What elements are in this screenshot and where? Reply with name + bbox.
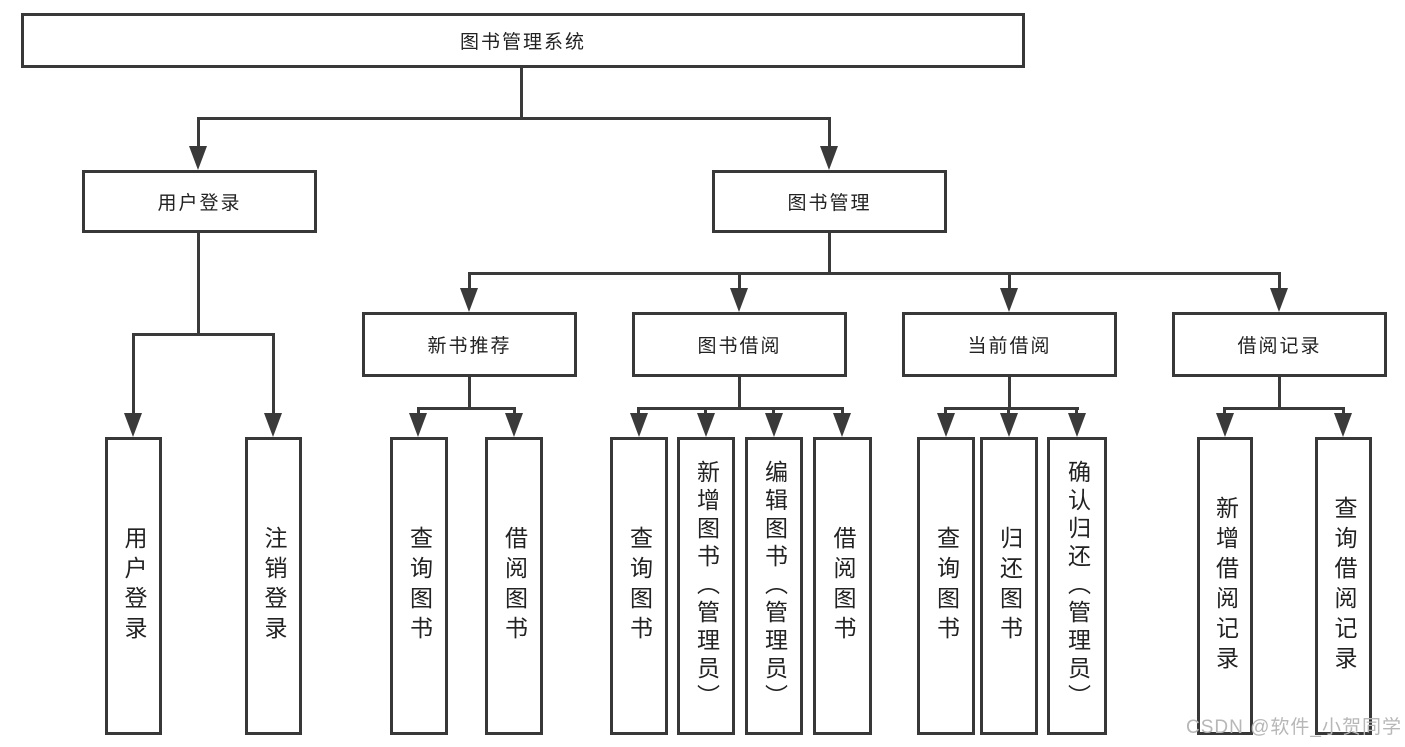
connector-root-branch xyxy=(197,117,831,120)
arrow-down-icon xyxy=(730,288,748,312)
arrow-down-icon xyxy=(1270,288,1288,312)
arrow-down-icon xyxy=(820,146,838,170)
leaf-borrow-books-recommendation: 借阅图书 xyxy=(485,437,543,735)
arrow-down-icon xyxy=(1068,413,1086,437)
leaf-query-books-recommendation: 查询图书 xyxy=(390,437,448,735)
node-current-borrowing: 当前借阅 xyxy=(902,312,1117,377)
leaf-add-book-admin: 新增图书（管理员） xyxy=(677,437,735,735)
arrow-down-icon xyxy=(1000,413,1018,437)
connector-user-login-stem xyxy=(197,233,200,333)
leaf-borrow-books-borrowing: 借阅图书 xyxy=(813,437,872,735)
connector-drop xyxy=(1278,272,1281,288)
arrow-down-icon xyxy=(409,413,427,437)
leaf-logout: 注销登录 xyxy=(245,437,302,735)
connector-drop xyxy=(944,407,947,415)
connector-branch xyxy=(944,407,1079,410)
connector-drop xyxy=(417,407,420,415)
node-user-login: 用户登录 xyxy=(82,170,317,233)
connector-branch xyxy=(417,407,516,410)
connector-stem xyxy=(1008,377,1011,407)
connector-drop xyxy=(468,272,471,288)
connector-drop xyxy=(828,117,831,146)
leaf-add-borrow-record: 新增借阅记录 xyxy=(1197,437,1253,735)
connector-drop xyxy=(738,272,741,288)
connector-branch xyxy=(1223,407,1345,410)
arrow-down-icon xyxy=(765,413,783,437)
arrow-down-icon xyxy=(505,413,523,437)
arrow-down-icon xyxy=(937,413,955,437)
connector-drop xyxy=(637,407,640,415)
leaf-query-books-current: 查询图书 xyxy=(917,437,975,735)
connector-drop xyxy=(704,407,707,415)
arrow-down-icon xyxy=(1216,413,1234,437)
arrow-down-icon xyxy=(1000,288,1018,312)
connector-drop xyxy=(132,333,135,413)
connector-drop xyxy=(1075,407,1078,415)
node-new-book-recommendation: 新书推荐 xyxy=(362,312,577,377)
connector-stem xyxy=(738,377,741,407)
connector-drop xyxy=(841,407,844,415)
node-book-management: 图书管理 xyxy=(712,170,947,233)
arrow-down-icon xyxy=(124,413,142,437)
connector-drop xyxy=(1007,407,1010,415)
connector-drop xyxy=(197,117,200,146)
connector-user-login-branch xyxy=(132,333,275,336)
leaf-edit-book-admin: 编辑图书（管理员） xyxy=(745,437,803,735)
arrow-down-icon xyxy=(1334,413,1352,437)
arrow-down-icon xyxy=(833,413,851,437)
node-borrowing-records: 借阅记录 xyxy=(1172,312,1387,377)
connector-drop xyxy=(772,407,775,415)
leaf-query-books-borrowing: 查询图书 xyxy=(610,437,668,735)
connector-book-mgmt-stem xyxy=(828,233,831,272)
connector-drop xyxy=(272,333,275,413)
leaf-user-login: 用户登录 xyxy=(105,437,162,735)
leaf-confirm-return-admin: 确认归还（管理员） xyxy=(1047,437,1107,735)
connector-drop xyxy=(1342,407,1345,415)
node-book-borrowing: 图书借阅 xyxy=(632,312,847,377)
arrow-down-icon xyxy=(460,288,478,312)
leaf-query-borrow-record: 查询借阅记录 xyxy=(1315,437,1372,735)
connector-book-mgmt-branch xyxy=(468,272,1281,275)
watermark: CSDN @软件_小贺同学 xyxy=(1186,717,1402,738)
connector-root-stem xyxy=(520,68,523,117)
leaf-return-books: 归还图书 xyxy=(980,437,1038,735)
arrow-down-icon xyxy=(264,413,282,437)
arrow-down-icon xyxy=(697,413,715,437)
arrow-down-icon xyxy=(189,146,207,170)
connector-branch xyxy=(637,407,844,410)
arrow-down-icon xyxy=(630,413,648,437)
connector-stem xyxy=(468,377,471,407)
connector-stem xyxy=(1278,377,1281,407)
connector-drop xyxy=(1008,272,1011,288)
node-book-management-system: 图书管理系统 xyxy=(21,13,1025,68)
connector-drop xyxy=(1223,407,1226,415)
connector-drop xyxy=(513,407,516,415)
